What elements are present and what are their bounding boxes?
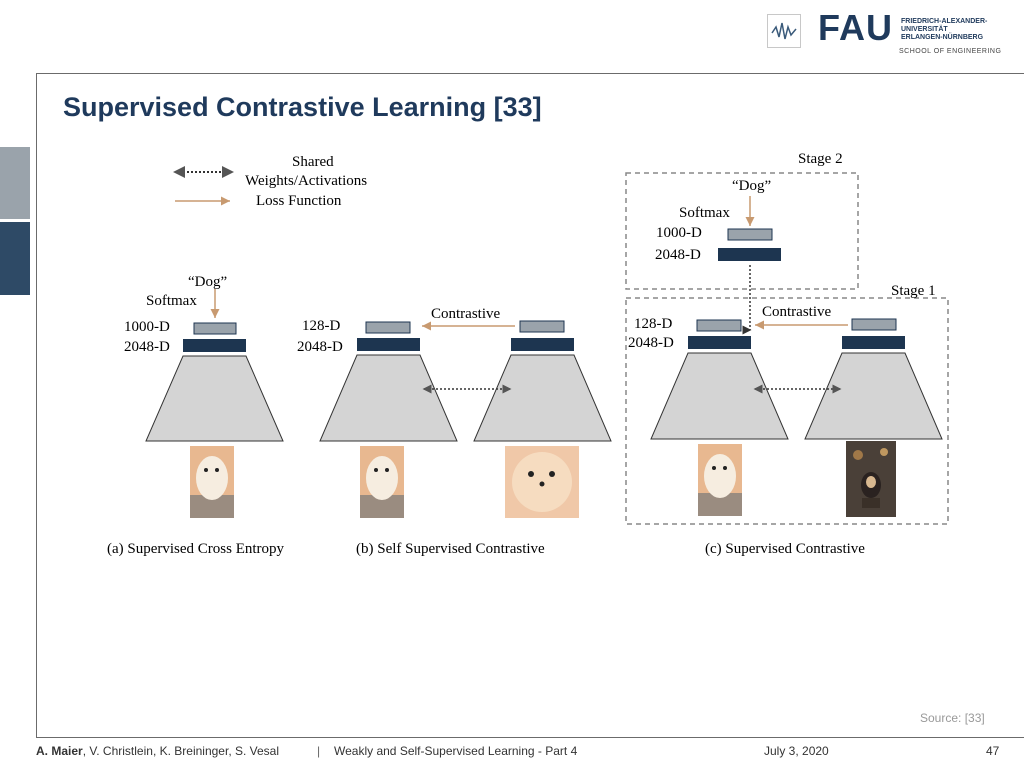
source-note: Source: [33] xyxy=(920,711,985,725)
legend: Shared Weights/Activations Loss Function xyxy=(173,154,367,209)
university-name-line1: FRIEDRICH-ALEXANDER- xyxy=(901,18,988,25)
panel-b-2048d-label: 2048-D xyxy=(297,339,343,355)
panel-b-encoder-left xyxy=(319,354,458,442)
school-name: SCHOOL OF ENGINEERING xyxy=(899,48,1002,55)
panel-c-2048d-top-layer xyxy=(718,248,781,261)
legend-shared-label: Shared xyxy=(292,154,334,170)
panel-c-1000d-label: 1000-D xyxy=(656,225,702,241)
panel-c-2048d-layer-left xyxy=(688,336,751,349)
panel-c-contrastive-label: Contrastive xyxy=(762,304,831,320)
panel-c-2048d-top-label: 2048-D xyxy=(655,247,701,263)
university-name-line3: ERLANGEN-NÜRNBERG xyxy=(901,34,984,41)
panel-b-dog-image-right xyxy=(505,446,579,518)
panel-c-encoder-right xyxy=(804,352,943,440)
panel-c-128d-label: 128-D xyxy=(634,316,672,332)
slide-frame xyxy=(36,73,1024,738)
panel-c-encoder-left xyxy=(650,352,789,440)
panel-c: Stage 2 “Dog” Softmax 1000-D 2048-D Stag… xyxy=(625,151,949,557)
panel-c-caption: (c) Supervised Contrastive xyxy=(705,541,865,557)
fau-logo-text: FAU xyxy=(818,7,893,48)
panel-c-dog-image-left xyxy=(698,444,742,516)
stage1-label: Stage 1 xyxy=(891,283,936,299)
panel-b-128d-label: 128-D xyxy=(302,318,340,334)
panel-b-2048d-layer-right xyxy=(511,338,574,351)
panel-c-dog-label: “Dog” xyxy=(732,178,771,194)
stage2-box xyxy=(625,172,859,290)
footer-authors-rest: , V. Christlein, K. Breininger, S. Vesal xyxy=(82,744,280,758)
footer-lecture-title: Weakly and Self-Supervised Learning - Pa… xyxy=(334,744,578,758)
stage1-box xyxy=(625,297,949,525)
panel-a-encoder xyxy=(145,355,284,442)
panel-b-dog-image-left xyxy=(360,446,404,518)
panel-a-caption: (a) Supervised Cross Entropy xyxy=(107,541,285,557)
panel-a-1000d-label: 1000-D xyxy=(124,319,170,335)
panel-b-128d-layer-right xyxy=(519,320,565,333)
legend-loss-label: Loss Function xyxy=(256,193,342,209)
fau-logo: FAU FRIEDRICH-ALEXANDER- UNIVERSITÄT ERL… xyxy=(818,7,1002,56)
panel-a: “Dog” Softmax 1000-D 2048-D (a) Supervis… xyxy=(107,274,285,557)
footer-separator: | xyxy=(317,744,321,758)
footer-date: July 3, 2020 xyxy=(764,744,829,758)
side-tab-light xyxy=(0,147,30,219)
panel-c-2048d-label: 2048-D xyxy=(628,335,674,351)
panel-b-128d-layer-left xyxy=(365,321,411,334)
university-name-line2: UNIVERSITÄT xyxy=(901,26,948,33)
panel-c-softmax-label: Softmax xyxy=(679,205,730,221)
panel-b-encoder-right xyxy=(473,354,612,442)
side-tab-dark xyxy=(0,222,30,295)
panel-a-dog-image xyxy=(190,446,234,518)
panel-c-128d-layer-right xyxy=(851,318,897,331)
slide-title: Supervised Contrastive Learning [33] xyxy=(63,92,542,122)
panel-a-1000d-layer xyxy=(193,322,237,335)
panel-b-2048d-layer-left xyxy=(357,338,420,351)
footer-authors: A. Maier, V. Christlein, K. Breininger, … xyxy=(36,744,279,758)
panel-c-1000d-layer xyxy=(727,228,773,241)
panel-c-128d-layer-left xyxy=(696,319,742,332)
panel-a-2048d-layer xyxy=(183,339,246,352)
wave-logo-icon xyxy=(767,14,801,48)
panel-c-dog-image-right xyxy=(846,441,896,517)
panel-c-2048d-layer-right xyxy=(842,336,905,349)
footer: A. Maier, V. Christlein, K. Breininger, … xyxy=(36,738,1024,768)
footer-page-number: 47 xyxy=(986,744,1000,758)
panel-a-2048d-label: 2048-D xyxy=(124,339,170,355)
panel-b-caption: (b) Self Supervised Contrastive xyxy=(356,541,545,557)
stage2-label: Stage 2 xyxy=(798,151,843,167)
footer-author-bold: A. Maier xyxy=(36,744,83,758)
panel-a-dog-label: “Dog” xyxy=(188,274,227,290)
panel-b: 128-D 2048-D Contrastive (b) Self Superv… xyxy=(297,306,612,557)
legend-weights-label: Weights/Activations xyxy=(245,173,367,189)
panel-b-contrastive-label: Contrastive xyxy=(431,306,500,322)
panel-a-softmax-label: Softmax xyxy=(146,293,197,309)
